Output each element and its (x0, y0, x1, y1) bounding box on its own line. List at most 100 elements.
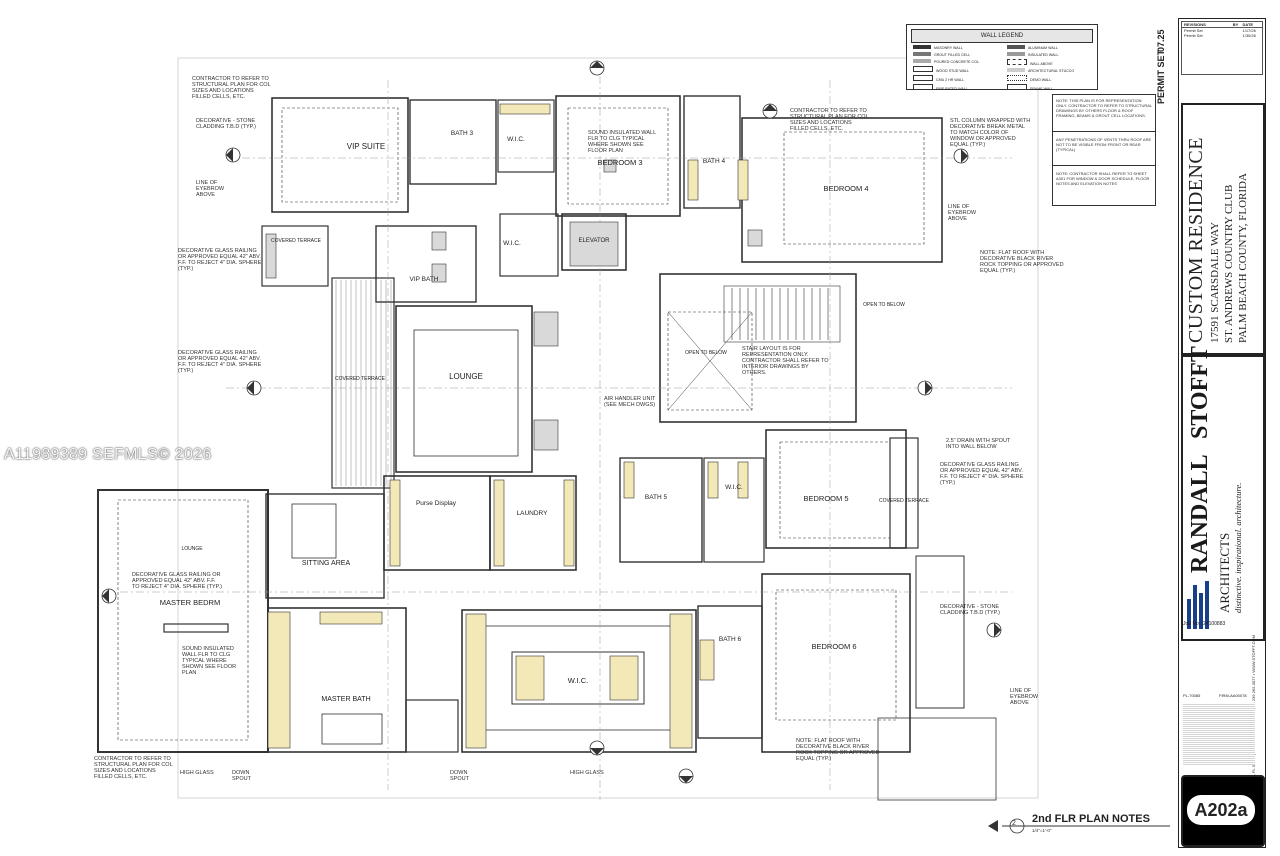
callout-sound-wall-1: SOUND INSULATED WALL FLR TO CLG TYPICAL … (588, 130, 656, 154)
firm-name-2: STOFFT (1187, 346, 1213, 439)
legend-item: DEMO WALL (1007, 75, 1093, 84)
room-vip-suite: VIP SUITE (346, 142, 386, 151)
room-covered-terrace-nw: COVERED TERRACE (271, 238, 321, 244)
wall-legend: WALL LEGEND MASONRY WALL GROUT FILLED CE… (906, 24, 1098, 93)
firm-name-1: RANDALL (1187, 454, 1213, 573)
callout-structural-1: CONTRACTOR TO REFER TO STRUCTURAL PLAN F… (192, 76, 271, 100)
legend-item: ARCHITECTURAL STUCCO (1007, 68, 1093, 75)
sheet-number: A202a (1187, 795, 1255, 825)
project-address-1: 17591 SCARSDALE WAY (1209, 221, 1221, 343)
callout-stair-layout: STAIR LAYOUT IS FOR REPRESENTATION ONLY.… (742, 346, 829, 376)
callout-eyebrow-3: LINE OF EYEBROW ABOVE (1010, 688, 1039, 706)
room-bath-3: BATH 3 (450, 130, 474, 137)
callout-sound-wall-2: SOUND INSULATED WALL FLR TO CLG TYPICAL … (182, 646, 237, 676)
room-bedroom-6: BEDROOM 6 (811, 642, 857, 651)
room-sitting-area: SITTING AREA (301, 560, 351, 567)
room-bath-6: BATH 6 (718, 636, 742, 643)
callout-glass-railing-4: DECORATIVE GLASS RAILING OR APPROVED EQU… (132, 572, 222, 590)
room-covered-terrace-w: COVERED TERRACE (335, 376, 385, 382)
room-wic-3: W.I.C. (725, 484, 743, 491)
callout-glass-railing-2: DECORATIVE GLASS RAILING OR APPROVED EQU… (178, 350, 262, 374)
firm-sub: ARCHITECTS (1217, 532, 1232, 613)
legend-item: FIRE RATED WALL (913, 84, 1003, 93)
license-1: PL-70085 (1183, 693, 1201, 698)
callout-flat-roof-2: NOTE: FLAT ROOF WITH DECORATIVE BLACK RI… (796, 738, 880, 762)
sheet-title-number: 2 (1012, 820, 1016, 827)
firm-tagline: distinctive. inspirational. architecture… (1233, 482, 1243, 613)
room-bedroom-4: BEDROOM 4 (823, 184, 869, 193)
callout-downspout-1: DOWN SPOUT (232, 770, 251, 782)
room-vip-bath: VIP BATH (409, 276, 439, 283)
callout-drain-1: 2.5" DRAIN WITH SPOUT INTO WALL BELOW (946, 438, 1011, 450)
callout-stone-cladding-2: DECORATIVE - STONE CLADDING T.B.D (TYP.) (940, 604, 1001, 616)
firm-logo-icon (1187, 579, 1209, 629)
note-3: NOTE: CONTRACTOR SHALL REFER TO SHEET A3… (1056, 171, 1150, 186)
callout-flat-roof-1: NOTE: FLAT ROOF WITH DECORATIVE BLACK RI… (980, 250, 1064, 274)
wall-legend-column-right: ALUMINUM WALL INSULATED WALL WALL ABOVE … (1007, 45, 1093, 93)
note-2: ANY PENETRATIONS OF VENTS THRU ROOF ARE … (1056, 137, 1152, 152)
callout-glass-railing-3: DECORATIVE GLASS RAILING OR APPROVED EQU… (940, 462, 1024, 486)
callout-stone-cladding-1: DECORATIVE - STONE CLADDING T.B.D (TYP.) (196, 118, 257, 130)
room-purse-display: Purse Display (415, 500, 457, 507)
wall-legend-column-left: MASONRY WALL GROUT FILLED CELL POURED CO… (913, 45, 1003, 93)
firm-box (1181, 355, 1265, 641)
room-wic-2: W.I.C. (503, 240, 521, 247)
legend-item: GROUT FILLED CELL (913, 52, 1003, 59)
room-bath-4: BATH 4 (702, 158, 726, 165)
revision-row: Permit Set 1/17/26 (1184, 28, 1256, 33)
legend-item: INSULATED WALL (1007, 52, 1093, 59)
callout-structural-3: CONTRACTOR TO REFER TO STRUCTURAL PLAN F… (94, 756, 173, 780)
room-wic-1: W.I.C. (507, 136, 525, 143)
room-laundry: LAUNDRY (516, 510, 548, 517)
sheet-scale: 1/4"=1'-0" (1032, 828, 1052, 833)
revisions-header: REVISIONS BY DATE (1182, 22, 1262, 28)
room-lounge-small: LOUNGE (181, 546, 203, 552)
permit-version: 07.25 (1156, 29, 1166, 52)
fine-print-block (1183, 703, 1255, 765)
revisions-table: REVISIONS BY DATE Permit Set 1/17/26 Per… (1181, 21, 1263, 75)
legend-item: POURED CONCRETE COL. (913, 59, 1003, 66)
project-name: CUSTOM RESIDENCE (1185, 137, 1207, 343)
room-master-bath: MASTER BATH (321, 696, 371, 703)
legend-item: WOOD STUD WALL (913, 66, 1003, 75)
callout-eyebrow-2: LINE OF EYEBROW ABOVE (948, 204, 977, 222)
legend-item: MASONRY WALL (913, 45, 1003, 52)
legend-item: ALUMINUM WALL (1007, 45, 1093, 52)
room-open-to-below-e: OPEN TO BELOW (863, 302, 905, 308)
legend-item: WALL ABOVE (1007, 59, 1093, 68)
room-elevator: ELEVATOR (578, 238, 610, 244)
callout-high-glass-2: HIGH GLASS (570, 770, 604, 776)
callout-glass-railing-1: DECORATIVE GLASS RAILING OR APPROVED EQU… (178, 248, 262, 272)
room-master-bedrm: MASTER BEDRM (159, 598, 221, 607)
callout-eyebrow-1: LINE OF EYEBROW ABOVE (196, 180, 225, 198)
room-bedroom-3: BEDROOM 3 (597, 158, 643, 167)
callout-downspout-2: DOWN SPOUT (450, 770, 469, 782)
project-info (1181, 103, 1265, 355)
project-address-3: PALM BEACH COUNTY, FLORIDA (1237, 173, 1249, 343)
callout-stl-column: STL COLUMN WRAPPED WITH DECORATIVE BREAK… (950, 118, 1031, 148)
sheet-number-box: A202a (1181, 775, 1265, 847)
room-master-wic: W.I.C. (567, 676, 589, 685)
callout-high-glass-1: HIGH GLASS (180, 770, 214, 776)
legend-item: FRAME WALL (1007, 84, 1093, 93)
project-address-2: ST. ANDREWS COUNTRY CLUB (1223, 184, 1235, 343)
notes-box: NOTE: THIS PLAN IS FOR REPRESENTATION ON… (1052, 94, 1156, 206)
callout-structural-2: CONTRACTOR TO REFER TO STRUCTURAL PLAN F… (790, 108, 869, 132)
room-open-to-below: OPEN TO BELOW (685, 350, 727, 356)
mls-watermark: A11989389 SEFMLS© 2026 (4, 446, 212, 463)
wall-legend-title: WALL LEGEND (911, 29, 1093, 43)
callout-ahu: AIR HANDLER UNIT (SEE MECH DWGS) (604, 396, 656, 408)
title-block: REVISIONS BY DATE Permit Set 1/17/26 Per… (1178, 18, 1266, 848)
job-number: Job No.: 24100883 (1183, 621, 1226, 627)
license-2: FIRM-AA00078 (1219, 693, 1247, 698)
sheet-title: 2nd FLR PLAN NOTES (1032, 813, 1150, 825)
room-lounge: LOUNGE (449, 372, 483, 381)
room-covered-terrace-e: COVERED TERRACE (879, 498, 929, 504)
permit-set-label: PERMIT SET (1156, 49, 1166, 104)
legend-item: CMU 2 HR WALL (913, 75, 1003, 84)
note-1: NOTE: THIS PLAN IS FOR REPRESENTATION ON… (1056, 98, 1153, 118)
revision-row: Permit Set 1/30/26 (1184, 33, 1256, 38)
room-bath-5: BATH 5 (644, 494, 668, 501)
